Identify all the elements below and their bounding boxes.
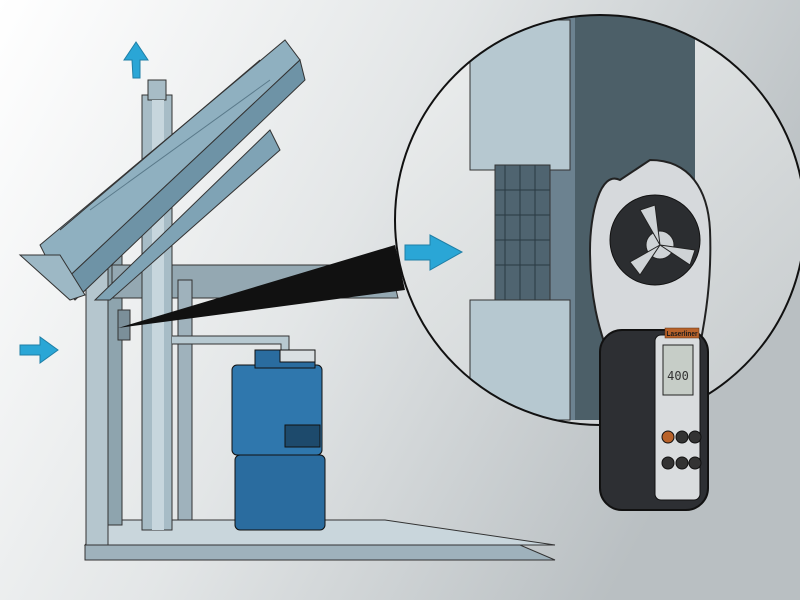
hold-button[interactable] (661, 456, 675, 470)
max-button[interactable] (675, 456, 689, 470)
power-button[interactable] (661, 430, 675, 444)
arrow-right-icon (404, 234, 464, 271)
lcd-display (662, 344, 694, 396)
boiler (231, 349, 326, 531)
mode-button[interactable] (675, 430, 689, 444)
house-structure (83, 254, 556, 561)
anemometer: Laserliner 400 (588, 158, 712, 511)
callout-beam (118, 245, 405, 328)
unit-button[interactable] (688, 430, 702, 444)
boiler-grille (284, 424, 321, 448)
fan-icon (629, 204, 696, 276)
brand-logo (664, 327, 700, 339)
display-value: 400 (667, 369, 689, 383)
roof (18, 39, 306, 301)
light-button[interactable] (688, 456, 702, 470)
gutter (18, 254, 86, 301)
arrow-up-icon (123, 41, 149, 79)
brand-name: Laserliner (667, 331, 698, 338)
arrow-right-icon (19, 336, 59, 364)
vent-grid (495, 165, 550, 300)
